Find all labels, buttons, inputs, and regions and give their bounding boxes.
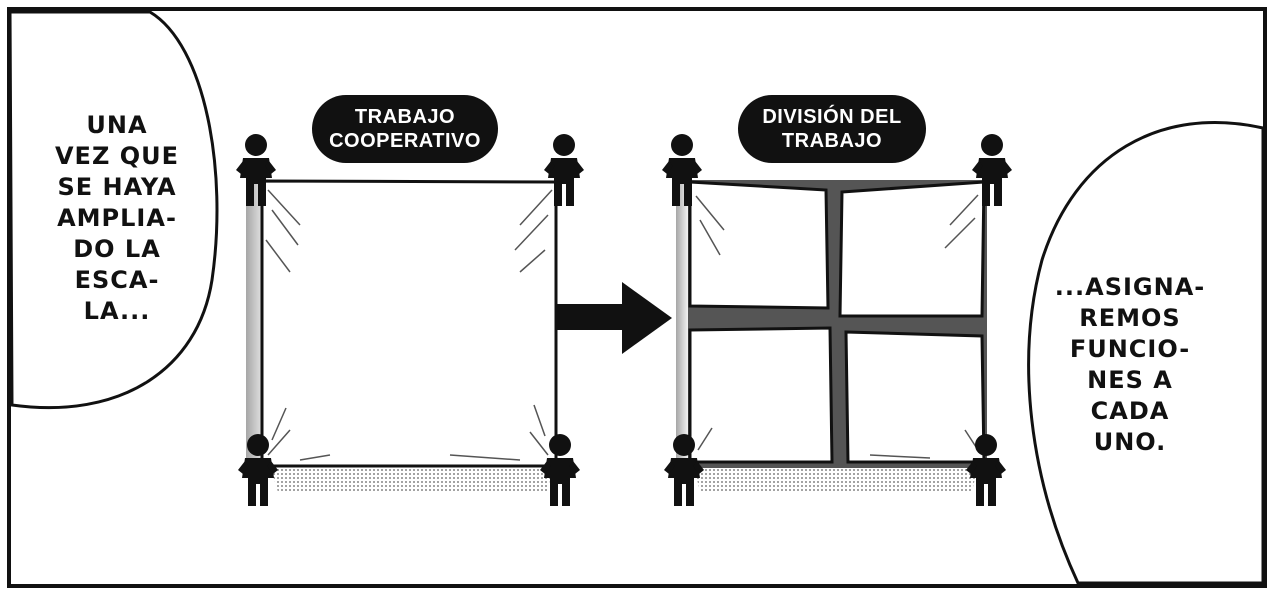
division-of-labor-label-line-2: TRABAJO (781, 130, 883, 152)
speech-bubble-right (1027, 121, 1265, 585)
divided-sheet (676, 175, 987, 492)
speech-bubble-right-text: ...ASIGNA- REMOS FUNCIO- NES A CADA UNO. (1054, 273, 1206, 456)
cooperative-work-label-line-2: COOPERATIVO (329, 130, 481, 152)
cooperative-sheet (246, 170, 558, 492)
division-of-labor-label: DIVISIÓN DEL TRABAJO (738, 95, 926, 163)
cooperative-work-label-line-1: TRABAJO (354, 106, 456, 128)
cooperative-work-label: TRABAJO COOPERATIVO (312, 95, 498, 163)
speech-bubble-left-text: UNA VEZ QUE SE HAYA AMPLIA- DO LA ESCA- … (54, 111, 179, 325)
division-of-labor-label-line-1: DIVISIÓN DEL (762, 106, 902, 128)
arrow-right-icon (556, 282, 672, 354)
speech-bubble-left (8, 10, 219, 410)
